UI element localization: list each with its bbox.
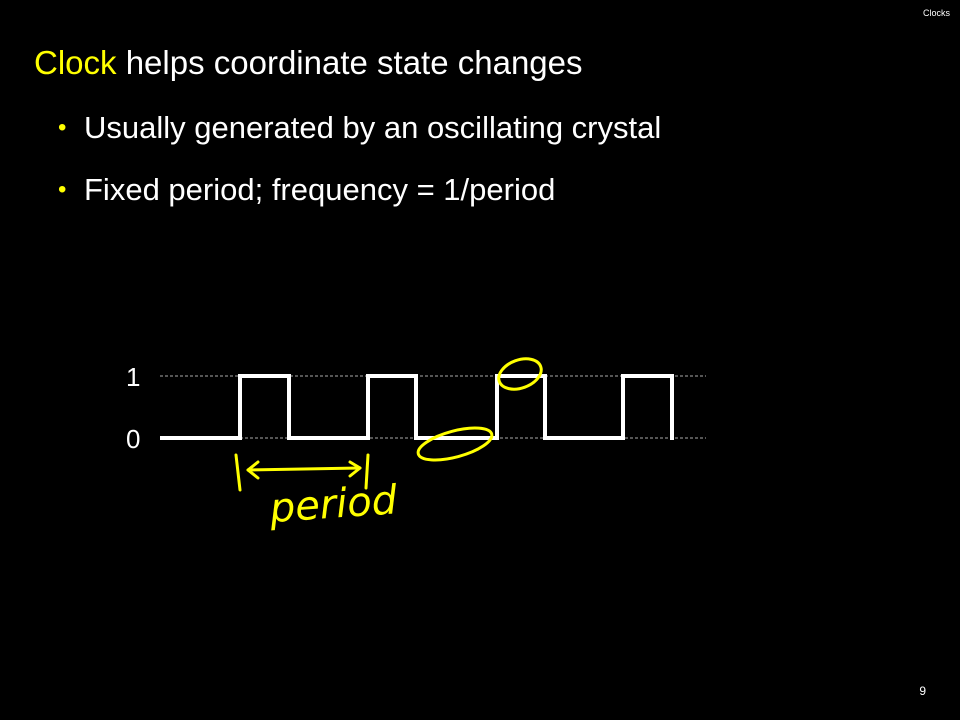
slide-title: Clock helps coordinate state changes bbox=[34, 44, 583, 82]
period-arrow-left-head bbox=[246, 460, 260, 480]
period-start-tick bbox=[234, 453, 242, 492]
title-rest: helps coordinate state changes bbox=[116, 44, 583, 81]
period-end-tick bbox=[364, 453, 370, 490]
page-number: 9 bbox=[919, 684, 926, 698]
period-handwritten-label: period bbox=[267, 477, 399, 532]
bullet-text: Fixed period; frequency = 1/period bbox=[84, 172, 556, 207]
header-section-label: Clocks bbox=[922, 8, 950, 18]
bullet-icon: • bbox=[58, 176, 67, 203]
level-high-label: 1 bbox=[126, 362, 140, 392]
bullet-item: • Fixed period; frequency = 1/period bbox=[58, 168, 661, 230]
handwritten-annotations bbox=[234, 357, 543, 492]
bullet-text: Usually generated by an oscillating crys… bbox=[84, 110, 662, 145]
title-highlight: Clock bbox=[34, 44, 117, 81]
bullet-icon: • bbox=[58, 114, 67, 141]
falling-edge-circle bbox=[416, 426, 494, 462]
clock-signal-line bbox=[160, 374, 674, 440]
period-arrow-shaft bbox=[246, 466, 362, 472]
period-arrow-right-head bbox=[348, 460, 362, 478]
rising-edge-circle bbox=[497, 357, 543, 391]
bullet-list: • Usually generated by an oscillating cry… bbox=[58, 106, 661, 230]
level-low-label: 0 bbox=[126, 424, 140, 454]
bullet-item: • Usually generated by an oscillating cry… bbox=[58, 106, 661, 168]
